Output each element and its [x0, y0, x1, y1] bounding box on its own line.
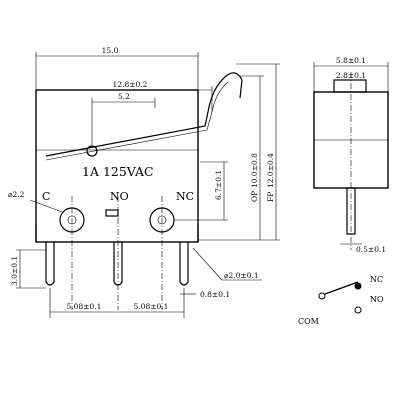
side-dim-button-width: 2.8±0.1 — [336, 71, 366, 80]
dim-height: 10.0±0.8 — [250, 153, 259, 188]
terminal-pin-c — [45, 242, 55, 286]
dim-free-height: 12.0±0.4 — [266, 153, 275, 188]
actuator-lever — [45, 72, 243, 157]
terminal-label-no: NO — [110, 190, 129, 203]
dim-height-label: OP — [250, 191, 259, 202]
dim-free-height-label: FP — [266, 192, 275, 202]
side-button — [333, 79, 367, 93]
terminal-pin-nc — [179, 242, 189, 286]
nc-terminal — [354, 282, 362, 290]
dim-hole-dia: ⌀2.2 — [8, 190, 25, 199]
dim-pin-dia: ⌀2.0±0.1 — [224, 271, 259, 280]
dim-mid-pos: 5.2 — [118, 92, 130, 101]
actuator-button — [86, 145, 98, 157]
com-terminal — [318, 292, 326, 300]
side-dim-width: 5.8±0.1 — [336, 56, 366, 65]
terminal-label-nc: NC — [176, 190, 194, 203]
schematic-nc-label: NC — [370, 275, 383, 284]
dim-lever-pos: 12.8±0.2 — [113, 80, 148, 89]
terminal-pin-no — [113, 242, 123, 286]
schematic-com-label: COM — [298, 317, 319, 326]
switch-blade — [324, 281, 359, 295]
schematic: NC NO COM — [298, 275, 384, 326]
dim-pin-width: 0.8±0.1 — [200, 290, 230, 299]
side-dim-pin-thickness: 0.5±0.1 — [356, 245, 386, 254]
schematic-no-label: NO — [370, 295, 384, 304]
dim-body-to-hole: 6.7±0.1 — [214, 170, 223, 200]
dim-pin-length: 3.0±0.1 — [10, 256, 19, 286]
no-terminal — [354, 306, 362, 314]
dim-overall-width: 15.0 — [102, 46, 119, 55]
side-view: 5.8±0.1 2.8±0.1 0.5±0.1 — [313, 56, 389, 254]
switch-body — [35, 89, 199, 243]
rating-text: 1A 125VAC — [82, 164, 154, 179]
dim-pitch-left: 5.08±0.1 — [67, 302, 102, 311]
dim-pitch-right: 5.08±0.1 — [134, 302, 169, 311]
front-view: 1A 125VAC C NO NC 15.0 12.8±0.2 5.2 ⌀2.2… — [8, 46, 280, 318]
terminal-label-c: C — [42, 190, 50, 203]
